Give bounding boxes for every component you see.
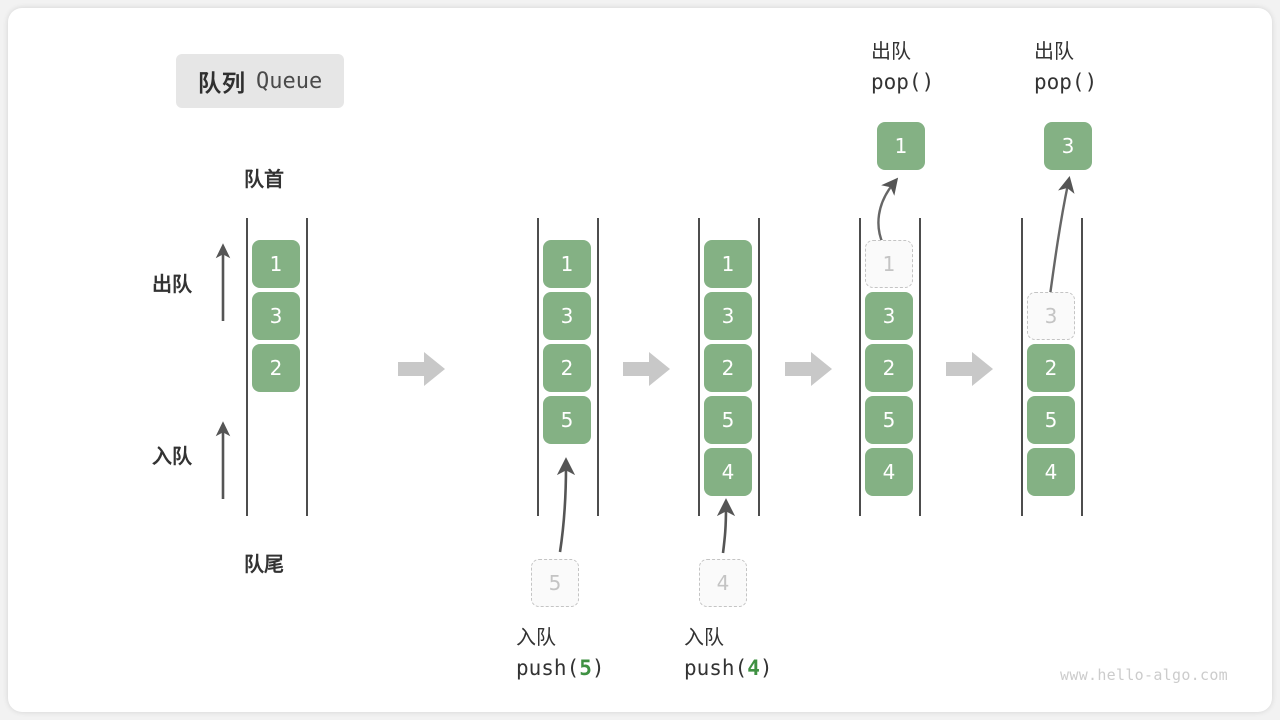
diagram-card: 队列 Queue 队首 队尾 出队 入队 1 3 2 (8, 8, 1272, 712)
queue-cell: 2 (1027, 344, 1075, 392)
op-label-pop-1: 出队 pop() (871, 36, 934, 98)
op-label-push-4: 入队 push(4) (684, 622, 773, 684)
push-motion-arrow (556, 457, 576, 553)
queue-cell: 5 (543, 396, 591, 444)
label-enqueue: 入队 (152, 444, 192, 468)
pop-motion-arrow (877, 177, 899, 245)
watermark: www.hello-algo.com (1060, 666, 1228, 684)
step-arrow-icon (623, 352, 670, 386)
rail-right (597, 218, 599, 516)
queue-cell: 3 (252, 292, 300, 340)
label-rear: 队尾 (244, 552, 284, 576)
popped-cell: 1 (877, 122, 925, 170)
popped-cell: 3 (1044, 122, 1092, 170)
rail-left (537, 218, 539, 516)
step-arrow-icon (785, 352, 832, 386)
queue-cell: 4 (704, 448, 752, 496)
label-dequeue: 出队 (152, 272, 192, 296)
queue-cell: 5 (865, 396, 913, 444)
queue-cell-ghost: 3 (1027, 292, 1075, 340)
label-front: 队首 (244, 167, 284, 191)
rail-right (1081, 218, 1083, 516)
title-badge: 队列 Queue (176, 54, 345, 108)
incoming-ghost-cell: 4 (699, 559, 747, 607)
queue-cell: 3 (704, 292, 752, 340)
op-label-code: push(5) (516, 656, 605, 680)
title-en: Queue (256, 68, 323, 94)
queue-cell: 5 (1027, 396, 1075, 444)
step-arrow-icon (398, 352, 445, 386)
op-label-push-5: 入队 push(5) (516, 622, 605, 684)
queue-cell: 1 (252, 240, 300, 288)
queue-cell: 2 (704, 344, 752, 392)
queue-cell: 5 (704, 396, 752, 444)
rail-left (859, 218, 861, 516)
queue-cell: 1 (543, 240, 591, 288)
queue-cell: 3 (865, 292, 913, 340)
rail-left (246, 218, 248, 516)
incoming-ghost-cell: 5 (531, 559, 579, 607)
title-cn: 队列 (198, 71, 246, 97)
queue-cell: 4 (865, 448, 913, 496)
queue-cell: 1 (704, 240, 752, 288)
queue-cell: 4 (1027, 448, 1075, 496)
op-label-cn: 出队 (871, 39, 911, 63)
op-label-cn: 入队 (516, 625, 556, 649)
push-motion-arrow (716, 498, 736, 554)
step-arrow-icon (946, 352, 993, 386)
queue-cell: 2 (865, 344, 913, 392)
op-label-pop-3: 出队 pop() (1034, 36, 1097, 98)
queue-cell: 3 (543, 292, 591, 340)
rail-right (306, 218, 308, 516)
rail-right (919, 218, 921, 516)
queue-cell: 2 (543, 344, 591, 392)
op-label-cn: 入队 (684, 625, 724, 649)
dequeue-direction-arrow (215, 243, 231, 321)
enqueue-direction-arrow (215, 421, 231, 499)
rail-right (758, 218, 760, 516)
queue-cell-ghost: 1 (865, 240, 913, 288)
op-label-code: pop() (871, 70, 935, 94)
rail-left (698, 218, 700, 516)
op-label-cn: 出队 (1034, 39, 1074, 63)
op-label-code: push(4) (684, 656, 773, 680)
queue-cell: 2 (252, 344, 300, 392)
op-label-code: pop() (1034, 70, 1098, 94)
rail-left (1021, 218, 1023, 516)
